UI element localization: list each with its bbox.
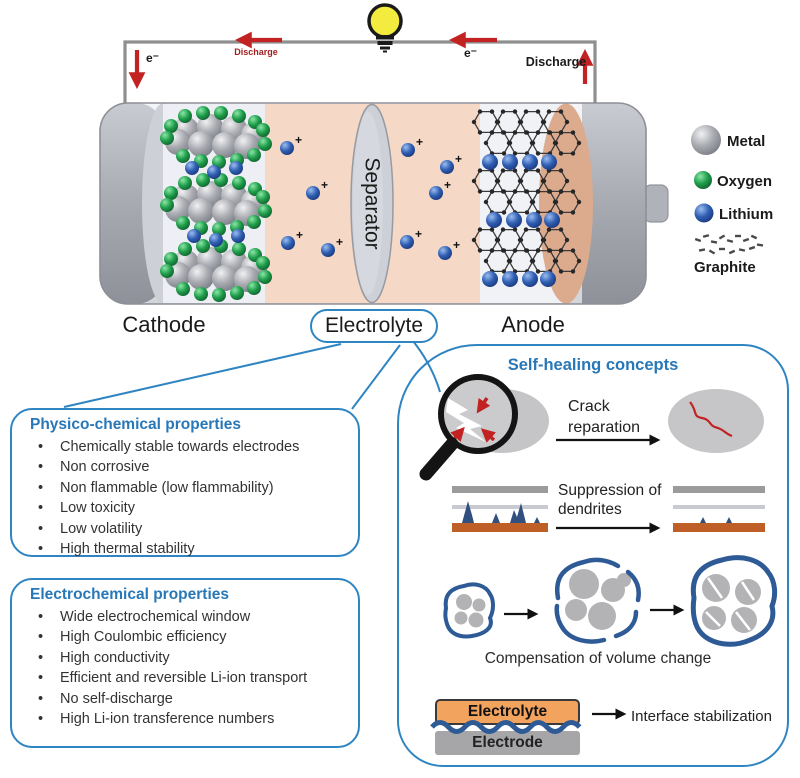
svg-text:+: + (416, 135, 423, 149)
graphite-speckle-icon (694, 234, 764, 255)
physico-box-title: Physico-chemical properties (30, 416, 242, 433)
list-item: High thermal stability (30, 539, 350, 560)
separator-label: Separator (361, 157, 384, 249)
physico-list: Chemically stable towards electrodes Non… (30, 437, 350, 560)
electrode-layer-chip: Electrode (435, 731, 580, 755)
self-healing-title: Self-healing concepts (507, 356, 679, 374)
physico-chemical-properties-box: Physico-chemical properties Chemically s… (10, 408, 360, 560)
electrolyte-layer-chip: Electrolyte (435, 699, 580, 725)
graphite-lattice (471, 108, 582, 275)
battery-terminal-nub (643, 184, 669, 223)
svg-text:+: + (453, 238, 460, 252)
svg-text:+: + (444, 178, 451, 192)
svg-text:+: + (415, 227, 422, 241)
lithium-sphere-icon (694, 203, 714, 223)
legend-graphite-label: Graphite (694, 259, 756, 276)
svg-text:+: + (296, 228, 303, 242)
list-item: High Coulombic efficiency (30, 627, 350, 648)
crack-reparation-label: Crack reparation (568, 398, 641, 436)
svg-text:+: + (295, 133, 302, 147)
cathode-region (163, 104, 265, 303)
svg-text:+: + (321, 178, 328, 192)
legend-lithium-label: Lithium (719, 206, 773, 223)
interface-stabilization-label: Interface stabilization (631, 708, 772, 725)
anode-label: Anode (501, 312, 565, 337)
anode-region (480, 104, 566, 303)
list-item: Wide electrochemical window (30, 607, 350, 628)
legend-oxygen-label: Oxygen (717, 173, 772, 190)
legend: Metal Oxygen Lithium Graphite (691, 125, 773, 276)
light-bulb-icon (367, 3, 403, 53)
electron-right-label: e⁻ (464, 46, 477, 60)
intercalated-lithium (482, 154, 560, 287)
list-item: Non corrosive (30, 457, 350, 478)
discharge-right-label: Discharge (526, 55, 586, 69)
list-item: No self-discharge (30, 689, 350, 710)
svg-text:+: + (336, 235, 343, 249)
electrochemical-properties-box: Electrochemical properties Wide electroc… (10, 578, 360, 748)
electro-list: Wide electrochemical window High Coulomb… (30, 607, 350, 730)
dendrite-suppression-label: Suppression of dendrites (558, 482, 662, 518)
cathode-label: Cathode (122, 312, 206, 337)
electro-box-title: Electrochemical properties (30, 586, 229, 603)
list-item: High Li-ion transference numbers (30, 709, 350, 730)
oxygen-sphere-icon (694, 171, 712, 189)
list-item: Low toxicity (30, 498, 350, 519)
electrolyte-lithium-ions: + + + + + + + + + (280, 133, 462, 260)
discharge-left-label: Discharge (234, 47, 278, 57)
list-item: Low volatility (30, 519, 350, 540)
anode-face-ellipse (539, 103, 593, 304)
volume-change-caption: Compensation of volume change (484, 650, 712, 667)
left-end-cap (100, 103, 164, 304)
list-item: Efficient and reversible Li-ion transpor… (30, 668, 350, 689)
separator-ellipse (350, 103, 394, 304)
electron-left-label: e⁻ (146, 51, 159, 65)
current-arrows (128, 31, 594, 90)
legend-metal-label: Metal (727, 133, 765, 150)
electrolyte-pill-label: Electrolyte (310, 309, 438, 343)
circuit-wire (123, 40, 597, 104)
svg-text:+: + (455, 152, 462, 166)
metal-sphere-icon (691, 125, 721, 155)
list-item: Non flammable (low flammability) (30, 478, 350, 499)
callout-lines (63, 340, 441, 410)
list-item: Chemically stable towards electrodes (30, 437, 350, 458)
electrolyte-region (265, 104, 480, 303)
battery-illustration: Separator + + + + + + + + + (99, 102, 647, 305)
cathode-material-clusters (160, 106, 272, 302)
list-item: High conductivity (30, 648, 350, 669)
right-end-cap (582, 103, 646, 304)
